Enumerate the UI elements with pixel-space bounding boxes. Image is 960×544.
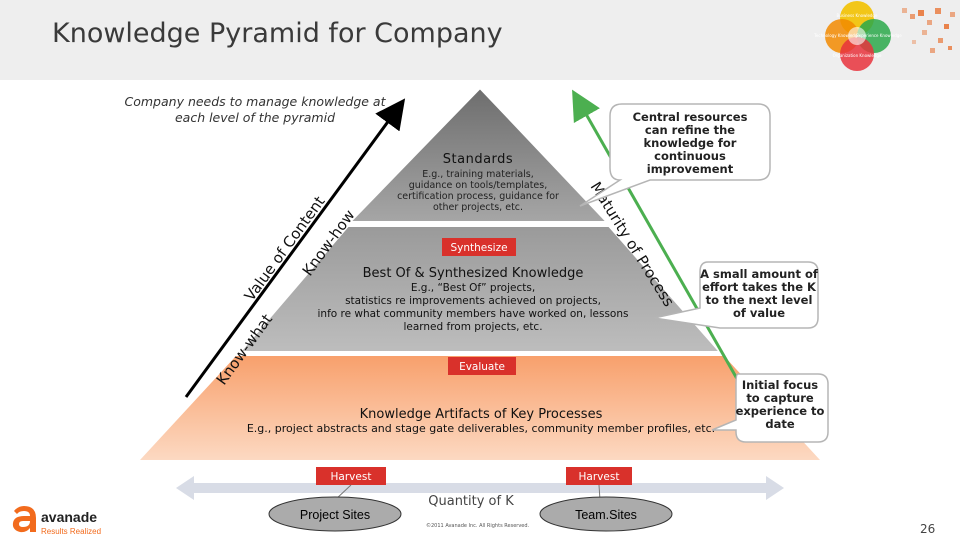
harvest-left-box xyxy=(316,467,386,485)
pyramid-top-layer xyxy=(347,86,610,223)
central-callout-line-1: Central resources xyxy=(633,110,748,124)
small-amount-line-4: of value xyxy=(733,306,785,320)
standards-line-4: other projects, etc. xyxy=(433,202,523,213)
pyramid-base-layer xyxy=(140,356,820,460)
central-callout-line-5: improvement xyxy=(647,162,734,176)
central-callout-line-3: knowledge for xyxy=(644,136,737,150)
initial-focus-line-3: experience to xyxy=(736,404,825,418)
central-callout-bubble xyxy=(579,103,771,207)
initial-focus-line-1: Initial focus xyxy=(742,378,818,392)
copyright-text: ©2011 Avanade Inc. All Rights Reserved. xyxy=(426,523,530,529)
central-callout-line-4: continuous xyxy=(654,149,726,163)
standards-line-1: E.g., training materials, xyxy=(422,169,534,180)
small-amount-line-3: to the next level xyxy=(706,293,813,307)
header-bar xyxy=(0,0,960,80)
quantity-arrow xyxy=(176,476,784,500)
project-sites-ellipse xyxy=(268,496,402,532)
evaluate-label-box xyxy=(448,357,516,375)
standards-title: Standards xyxy=(443,152,513,167)
initial-focus-line-2: to capture xyxy=(746,391,814,405)
venn-label-business: Business Knowledge xyxy=(837,13,878,18)
synthesize-label-box xyxy=(442,238,516,256)
project-sites-label: Project Sites xyxy=(300,508,370,522)
team-sites-label: Team.Sites xyxy=(575,508,637,522)
slide-number: 26 xyxy=(920,522,936,536)
initial-focus-line-4: date xyxy=(765,417,794,431)
team-sites-ellipse xyxy=(539,496,673,532)
maturity-arrow xyxy=(572,89,742,385)
venn-label-technology: Technology Knowledge xyxy=(813,33,860,38)
venn-graphic: Business Knowledge Technology Knowledge … xyxy=(813,1,955,71)
artifacts-line: E.g., project abstracts and stage gate d… xyxy=(247,422,715,435)
best-of-title: Best Of & Synthesized Knowledge xyxy=(363,266,584,281)
best-of-line-4: learned from projects, etc. xyxy=(403,321,542,333)
best-of-line-1: E.g., “Best Of” projects, xyxy=(411,282,535,294)
avanade-mark-icon: avanade Results Realized xyxy=(12,506,101,536)
evaluate-label: Evaluate xyxy=(459,361,505,373)
venn-label-experience: Experience Knowledge xyxy=(856,33,902,38)
initial-focus-callout-bubble xyxy=(711,373,829,443)
best-of-line-2: statistics re improvements achieved on p… xyxy=(345,295,601,307)
harvest-right-box xyxy=(566,467,632,485)
avanade-logo: avanade Results Realized xyxy=(10,500,130,540)
central-callout-line-2: can refine the xyxy=(645,123,735,137)
decorative-squares xyxy=(902,8,955,53)
standards-line-2: guidance on tools/templates, xyxy=(409,180,548,191)
synthesize-label: Synthesize xyxy=(450,242,507,254)
pyramid-middle-layer xyxy=(237,225,723,353)
venn-circle-organization xyxy=(840,37,874,71)
logo-name: avanade xyxy=(41,509,97,525)
page-title: Knowledge Pyramid for Company xyxy=(52,18,503,49)
best-of-line-3: info re what community members have work… xyxy=(318,308,629,320)
small-amount-line-2: effort takes the K xyxy=(702,280,817,294)
logo-tagline: Results Realized xyxy=(41,527,101,536)
quantity-label: Quantity of K xyxy=(428,494,514,509)
venn-label-organization: Organization Knowledge xyxy=(833,53,882,58)
small-amount-line-1: A small amount of xyxy=(700,267,819,281)
small-amount-callout-bubble xyxy=(653,261,819,329)
standards-line-3: certification process, guidance for xyxy=(397,191,559,202)
harvest-right-label: Harvest xyxy=(579,471,620,483)
artifacts-title: Knowledge Artifacts of Key Processes xyxy=(360,407,603,422)
value-of-content-arrow xyxy=(184,98,406,398)
intro-note: Company needs to manage knowledge at eac… xyxy=(124,94,386,125)
harvest-left-label: Harvest xyxy=(331,471,372,483)
